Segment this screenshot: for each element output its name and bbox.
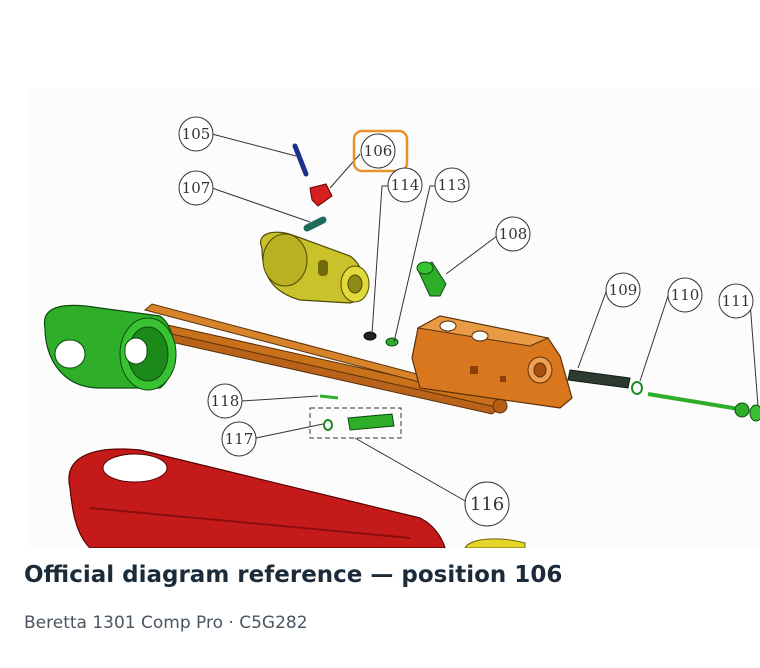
callout-105: 105 (178, 116, 214, 152)
part-109-spring (567, 369, 631, 389)
part-106-red (309, 183, 333, 207)
yellow-piston-part (259, 231, 370, 304)
part-111-rod (647, 392, 760, 422)
svg-text:118: 118 (211, 392, 240, 410)
svg-text:106: 106 (364, 142, 393, 160)
callout-109: 109 (605, 272, 641, 308)
svg-text:108: 108 (499, 225, 528, 243)
part-113-small (385, 337, 399, 347)
red-barrel-part (68, 448, 446, 548)
callout-113: 113 (434, 167, 470, 203)
caption-subtitle: Beretta 1301 Comp Pro · C5G282 (24, 613, 308, 633)
callout-114: 114 (387, 167, 423, 203)
callout-110: 110 (667, 277, 703, 313)
callout-117: 117 (221, 421, 257, 457)
svg-text:110: 110 (671, 286, 700, 304)
part-110-ring (631, 381, 643, 395)
part-118-pin (319, 394, 339, 400)
part-116-group-box (309, 407, 402, 439)
svg-text:107: 107 (182, 179, 211, 197)
svg-text:113: 113 (438, 176, 467, 194)
yellow-part-partial (464, 538, 526, 548)
callout-106[interactable]: 106 (352, 129, 409, 173)
caption-title: Official diagram reference — position 10… (24, 562, 563, 588)
exploded-parts-diagram: 105 106 107 108 109 110 111 113 114 116 … (0, 88, 760, 548)
svg-text:111: 111 (722, 292, 751, 310)
svg-text:117: 117 (225, 430, 254, 448)
callout-108: 108 (495, 216, 531, 252)
magazine-rods (88, 303, 508, 415)
callout-116: 116 (464, 481, 510, 527)
green-ring-part (43, 304, 177, 391)
part-114-small (363, 331, 377, 341)
callout-107: 107 (178, 170, 214, 206)
part-108-green-cylinder (416, 261, 447, 297)
svg-text:116: 116 (470, 494, 504, 515)
part-107-spring (303, 216, 327, 232)
callout-106-highlight (352, 129, 409, 173)
svg-text:109: 109 (609, 281, 638, 299)
leader-lines (211, 133, 759, 503)
part-105-pin (292, 143, 309, 177)
callout-111: 111 (718, 283, 754, 319)
orange-receiver-part (411, 315, 573, 409)
svg-text:105: 105 (182, 125, 211, 143)
svg-text:114: 114 (391, 176, 420, 194)
callout-118: 118 (207, 383, 243, 419)
